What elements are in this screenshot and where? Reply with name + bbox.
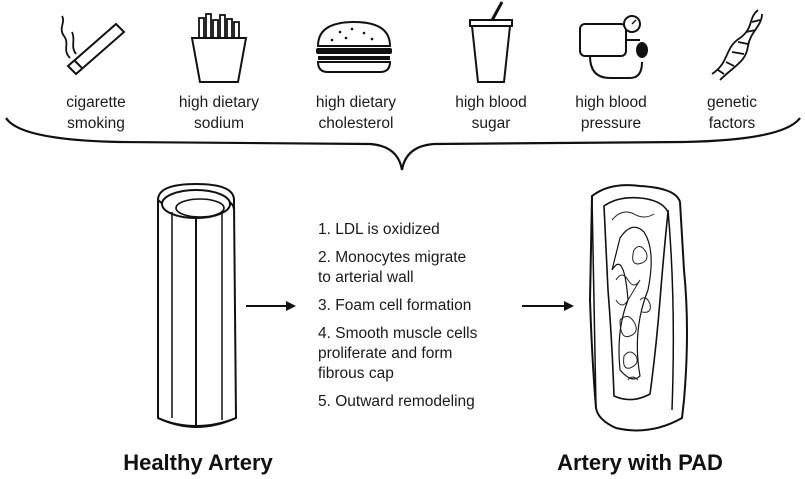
risk-factor-label-cholesterol: high dietary cholesterol <box>315 94 397 132</box>
grouping-brace <box>5 117 801 171</box>
risk-factor-label-sodium: high dietary sodium <box>178 94 260 132</box>
arrow-to-pad <box>522 301 574 311</box>
pad-artery-caption: Artery with PAD <box>557 450 723 475</box>
risk-factor-label-blood-pressure: high blood pressure <box>575 94 647 132</box>
blood-pressure-cuff-icon <box>579 15 648 79</box>
soda-cup-icon <box>469 1 513 83</box>
risk-factor-label-blood-sugar: high blood sugar <box>455 94 527 132</box>
arrow-to-steps <box>246 301 296 311</box>
process-step: 4. Smooth muscle cells proliferate and f… <box>318 325 478 382</box>
burger-icon <box>316 20 392 73</box>
risk-factor-label-genetic: genetic factors <box>707 94 757 132</box>
process-steps-list: 1. LDL is oxidized 2. Monocytes migrate … <box>318 220 518 420</box>
healthy-artery-caption: Healthy Artery <box>123 450 273 475</box>
dna-icon <box>711 9 763 81</box>
process-step: 3. Foam cell formation <box>318 297 472 314</box>
healthy-artery-illustration <box>156 182 238 428</box>
fries-icon <box>190 13 248 83</box>
process-step: 5. Outward remodeling <box>318 393 475 410</box>
process-step: 2. Monocytes migrate to arterial wall <box>318 249 467 286</box>
risk-factor-label-cigarette: cigarette smoking <box>66 94 126 132</box>
pad-artery-illustration <box>588 184 688 432</box>
process-step: 1. LDL is oxidized <box>318 221 440 238</box>
cigarette-icon <box>60 15 126 76</box>
